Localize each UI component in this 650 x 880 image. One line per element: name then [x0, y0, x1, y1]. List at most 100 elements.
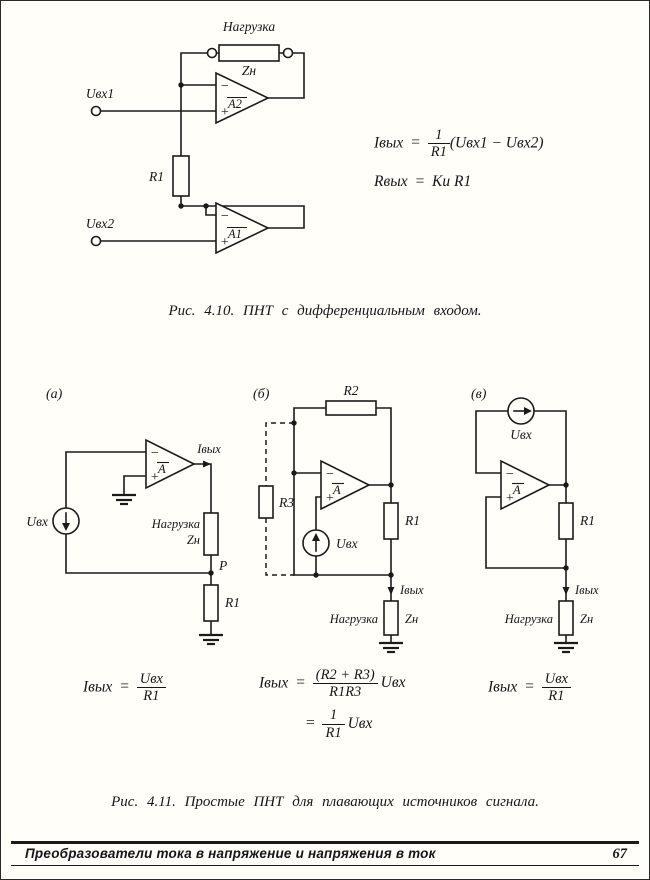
opamp-a1-label: A1 [227, 227, 242, 241]
resistor-r1 [172, 155, 190, 197]
junction-dot [388, 572, 394, 578]
junction-dot [178, 82, 184, 88]
equals-sign: = [410, 134, 421, 152]
formula-rhs: Ku R1 [432, 173, 472, 191]
opamp-a1-minus: − [220, 209, 229, 224]
dashed-lead [265, 422, 294, 486]
fraction: (R2 + R3)R1R3 [312, 667, 378, 701]
formula-lhs: Iвых [83, 678, 113, 696]
circuit-411b: − A + (б) R2 R3 Uвх R1 Iвых Нагрузка Z [253, 383, 424, 654]
load-resistor-zn [383, 600, 399, 636]
junction-dot [313, 572, 319, 578]
r1-label: R1 [579, 513, 595, 528]
opamp-label: A [157, 462, 166, 476]
fraction-denominator: R1 [143, 688, 160, 705]
opamp-label: A [512, 483, 521, 497]
resistor-r1 [558, 502, 574, 540]
opamp-a1-plus: + [220, 235, 229, 250]
opamp-label: A [332, 483, 341, 497]
uin-label: Uвх [26, 514, 48, 529]
opamp-a: − A + [145, 438, 196, 490]
equals-sign: = [305, 714, 316, 732]
figure-411-caption: Рис. 4.11. Простые ПНТ для плавающих ист… [111, 794, 539, 810]
equals-sign: = [119, 678, 130, 696]
uin2-label: Uвх2 [86, 216, 115, 231]
load-resistor-zn [558, 600, 574, 636]
load-label: Нагрузка [151, 517, 200, 531]
opamp-a2: − A2 + [215, 71, 270, 125]
iout-arrow [562, 587, 570, 595]
equals-sign: = [414, 173, 426, 191]
fraction-denominator: R1 [430, 144, 447, 161]
input-terminal-uin1 [90, 105, 102, 117]
r1-label: R1 [224, 595, 240, 610]
formula-tail: (Uвх1 − Uвх2) [449, 134, 544, 152]
resistor-r1 [203, 584, 219, 622]
opamp-plus: + [325, 491, 334, 506]
circuit-411a: − A + (а) Uвх Iвых Нагрузка Zн P R1 [26, 387, 240, 646]
uin1-label: Uвх1 [86, 86, 114, 101]
formula-tail: Uвх [380, 674, 406, 692]
opamp-a: − A + [500, 459, 551, 511]
iout-label: Iвых [399, 583, 424, 597]
input-terminal-uin2 [90, 235, 102, 247]
figure-410-wires [99, 52, 305, 242]
load-label: Нагрузка [329, 612, 378, 626]
junction-dot [291, 420, 297, 426]
junction-dot [388, 482, 394, 488]
formula-lhs: Iвых [488, 678, 518, 696]
load-label: Нагрузка [504, 612, 553, 626]
load-label: Нагрузка [222, 19, 275, 34]
fraction-denominator: R1R3 [329, 684, 362, 701]
iout-label: Iвых [574, 583, 599, 597]
fraction-numerator: (R2 + R3) [312, 667, 378, 685]
fraction-numerator: 1 [427, 127, 450, 145]
footer-rule-top [11, 841, 639, 844]
opamp-a2-label: A2 [227, 97, 242, 111]
circuit-tag: (а) [46, 387, 63, 402]
ground-symbol [199, 633, 223, 646]
fraction-denominator: R1 [325, 724, 342, 741]
equals-sign: = [524, 678, 535, 696]
resistor-r1 [383, 502, 399, 540]
opamp-minus: − [505, 467, 514, 482]
figure-410-circuit: − A2 + − A1 + Нагрузка Zн Uвх1 Uвх2 R1 [86, 19, 305, 255]
dashed-lead [265, 518, 294, 576]
point-p-label: P [218, 558, 227, 573]
junction-dot [291, 470, 297, 476]
zn-label: Zн [405, 612, 418, 626]
formula-lhs: Iвых [374, 134, 404, 152]
r1-label: R1 [404, 513, 420, 528]
uin-label: Uвх [510, 427, 532, 442]
zn-label: Zн [242, 63, 257, 78]
figure-410-caption: Рис. 4.10. ПНТ с дифференциальным входом… [168, 303, 482, 319]
iout-label: Iвых [196, 442, 221, 456]
load-resistor-zn [203, 512, 219, 556]
formula-lhs: Iвых [259, 674, 289, 692]
source-uin-a [52, 507, 80, 535]
junction-dot-p [208, 570, 214, 576]
opamp-minus: − [150, 446, 159, 461]
fraction-numerator: 1 [322, 707, 345, 725]
footer-running-title: Преобразователи тока в напряжение и напр… [25, 846, 436, 861]
resistor-r3 [258, 485, 274, 519]
formula-tail: Uвх [347, 714, 373, 732]
ground-symbol [554, 641, 578, 654]
fraction-numerator: Uвх [541, 671, 571, 689]
load-resistor-zn [206, 44, 294, 62]
figure-411-circuits: − A + (а) Uвх Iвых Нагрузка Zн P R1 [26, 383, 599, 654]
footer-rule-bottom [11, 865, 639, 867]
resistor-r2 [325, 400, 377, 416]
r1-label: R1 [148, 169, 164, 184]
opamp-a2-plus: + [220, 105, 229, 120]
fraction-numerator: Uвх [136, 671, 166, 689]
